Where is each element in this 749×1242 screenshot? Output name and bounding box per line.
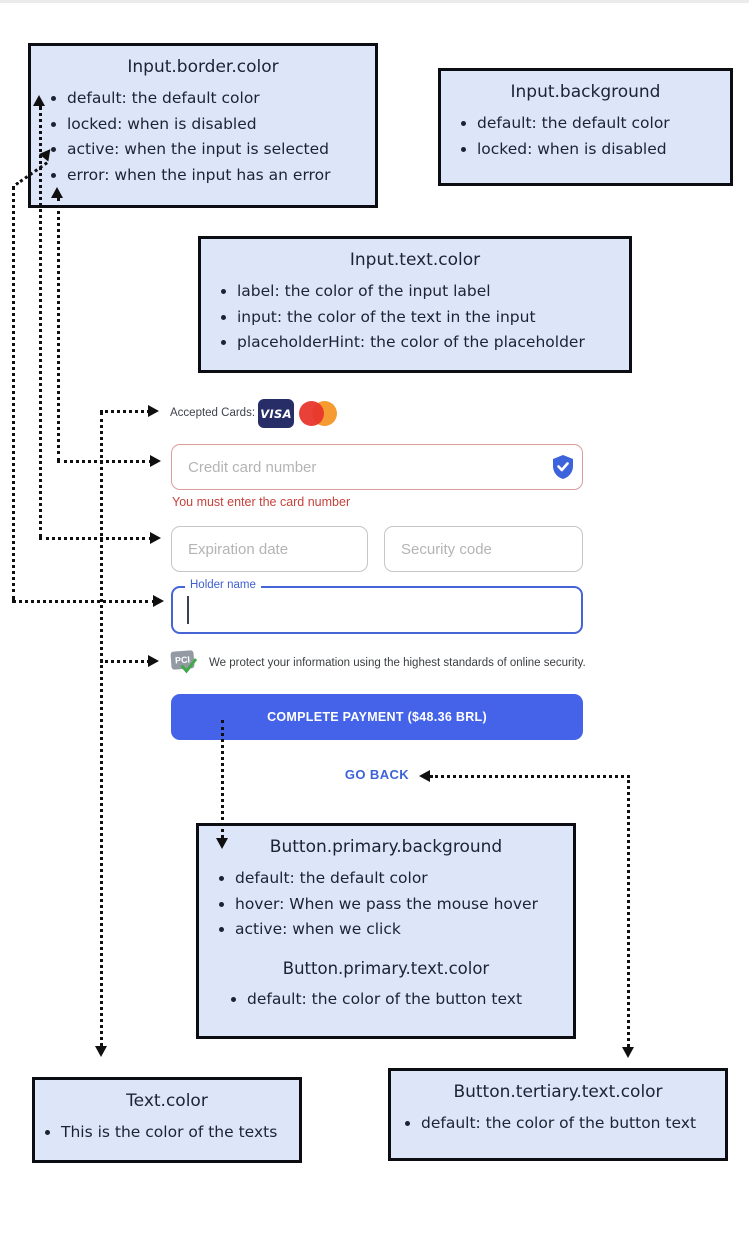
holder-name-label: Holder name xyxy=(185,579,261,591)
shield-check-icon xyxy=(551,454,575,484)
note-item: active: when the input is selected xyxy=(67,137,375,163)
note-item: locked: when is disabled xyxy=(477,137,730,163)
note-title: Button.primary.background xyxy=(269,837,503,857)
visa-icon: VISA xyxy=(258,399,294,428)
connector-textcolor-vline xyxy=(100,412,103,1046)
connector-tertiary-hline xyxy=(430,775,630,778)
note-title: Text.color xyxy=(126,1091,208,1111)
connector-error-vline xyxy=(57,198,60,461)
connector-accepted-hline xyxy=(100,410,150,413)
mastercard-icon xyxy=(299,401,341,427)
note-input-text-color: Input.text.color label: the color of the… xyxy=(198,236,632,373)
card-number-input[interactable] xyxy=(171,444,583,490)
page-top-border xyxy=(0,0,749,3)
note-item: label: the color of the input label xyxy=(237,279,629,305)
note-title: Button.tertiary.text.color xyxy=(453,1082,663,1102)
note-list: default: the default color locked: when … xyxy=(441,111,730,162)
note-item: hover: When we pass the mouse hover xyxy=(235,892,573,918)
note-item: placeholderHint: the color of the placeh… xyxy=(237,330,629,356)
card-number-error-text: You must enter the card number xyxy=(172,495,351,509)
connector-active-vline xyxy=(12,186,15,600)
note-item: default: the default color xyxy=(477,111,730,137)
note-list: default: the default color hover: When w… xyxy=(199,866,573,943)
text-caret xyxy=(187,596,189,624)
note-item: default: the color of the button text xyxy=(421,1111,725,1137)
note-list: default: the color of the button text xyxy=(199,987,573,1013)
pci-compliance-icon: PCI xyxy=(170,650,199,678)
connector-pci-hline xyxy=(100,660,150,663)
connector-default-hline xyxy=(39,537,152,540)
note-item: error: when the input has an error xyxy=(67,163,375,189)
arrow-to-accepted-cards-icon xyxy=(148,405,159,417)
note-input-background: Input.background default: the default co… xyxy=(438,68,733,186)
arrow-to-go-back-icon xyxy=(419,770,430,782)
connector-error-hline xyxy=(57,460,152,463)
note-input-border-color: Input.border.color default: the default … xyxy=(28,43,378,208)
note-item: locked: when is disabled xyxy=(67,112,375,138)
arrow-to-expiration-input-icon xyxy=(150,532,161,544)
check-icon xyxy=(179,657,198,678)
arrow-to-textcolor-box-icon xyxy=(95,1046,107,1057)
connector-primary-vline xyxy=(221,720,224,838)
note-button-primary: Button.primary.background default: the d… xyxy=(196,823,576,1039)
note-item: default: the default color xyxy=(67,86,375,112)
note-list: default: the default color locked: when … xyxy=(31,86,375,188)
mastercard-red-circle xyxy=(299,401,324,426)
note-list: label: the color of the input label inpu… xyxy=(201,279,629,356)
note-item: default: the color of the button text xyxy=(247,987,573,1013)
security-note-text: We protect your information using the hi… xyxy=(209,657,586,669)
holder-name-input[interactable] xyxy=(171,586,583,634)
note-title: Input.text.color xyxy=(349,250,481,270)
arrow-to-card-input-icon xyxy=(150,455,161,467)
note-subtitle: Button.primary.text.color xyxy=(282,958,490,978)
note-item: This is the color of the texts xyxy=(61,1120,299,1146)
note-item: active: when we click xyxy=(235,917,573,943)
arrow-to-primary-box-icon xyxy=(216,838,228,849)
arrow-to-error-bullet-icon xyxy=(51,187,63,198)
note-title: Input.border.color xyxy=(127,57,279,77)
note-list: default: the color of the button text xyxy=(391,1111,725,1137)
arrow-to-default-bullet-icon xyxy=(33,95,45,106)
accepted-cards-label: Accepted Cards: xyxy=(170,407,256,419)
note-item: default: the default color xyxy=(235,866,573,892)
go-back-button[interactable]: GO BACK xyxy=(171,766,583,783)
note-title: Input.background xyxy=(510,82,661,102)
connector-default-vline xyxy=(39,106,42,538)
note-button-tertiary: Button.tertiary.text.color default: the … xyxy=(388,1068,728,1161)
security-code-input[interactable] xyxy=(384,526,583,572)
expiration-date-input[interactable] xyxy=(171,526,368,572)
complete-payment-button[interactable]: COMPLETE PAYMENT ($48.36 BRL) xyxy=(171,694,583,740)
arrow-to-tertiary-box-icon xyxy=(622,1047,634,1058)
note-item: input: the color of the text in the inpu… xyxy=(237,305,629,331)
note-list: This is the color of the texts xyxy=(35,1120,299,1146)
connector-tertiary-vline xyxy=(627,775,630,1047)
arrow-to-pci-note-icon xyxy=(148,655,159,667)
arrow-to-holder-input-icon xyxy=(153,595,164,607)
note-text-color: Text.color This is the color of the text… xyxy=(32,1077,302,1163)
connector-active-hline xyxy=(12,600,156,603)
